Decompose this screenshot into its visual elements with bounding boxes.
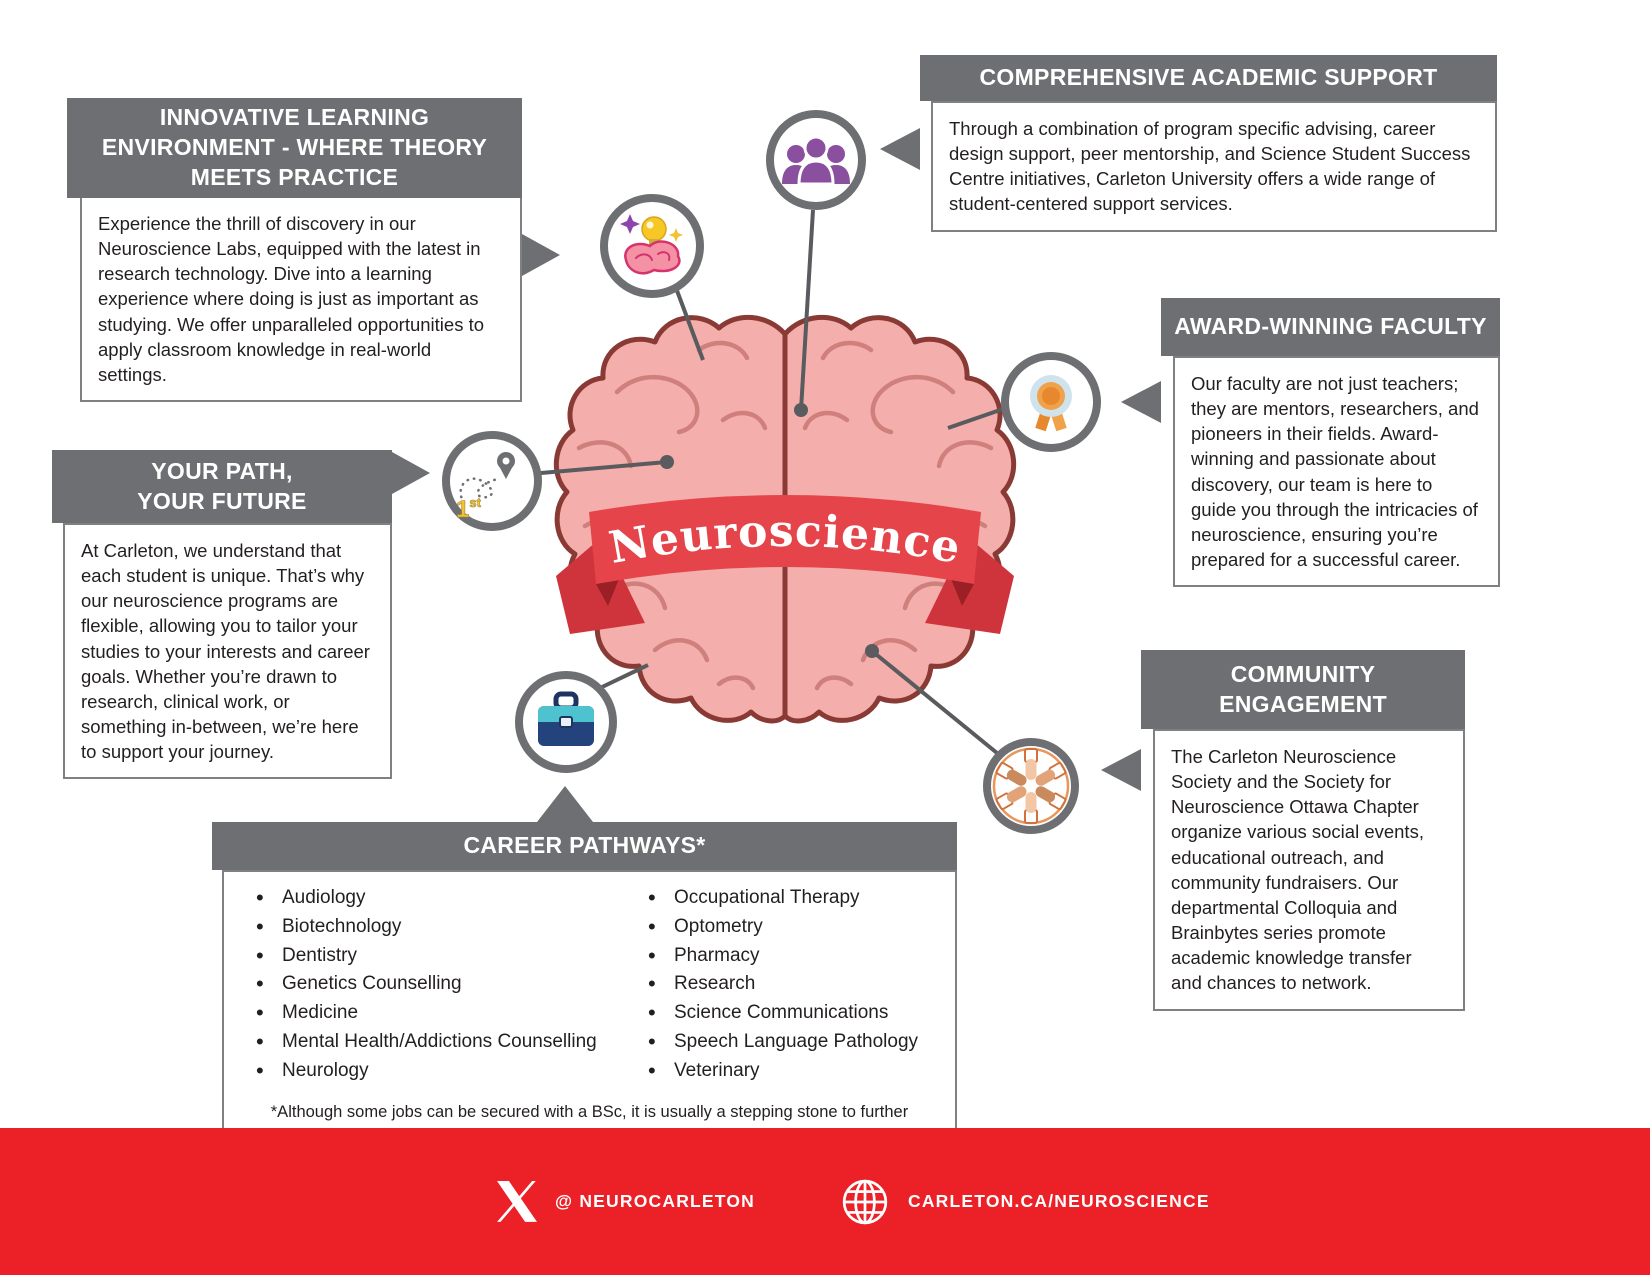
- your-path-arrow-icon: [392, 452, 430, 494]
- footer-twitter: @ NEUROCARLETON: [497, 1128, 755, 1275]
- academic-support-icon-circle: [766, 110, 866, 210]
- learning-icon-circle: [600, 194, 704, 298]
- x-twitter-icon: [497, 1181, 537, 1222]
- ribbon-graphic: Neuroscience: [556, 495, 1014, 634]
- first-place-path-icon: 1st: [456, 452, 515, 523]
- your-path-body: At Carleton, we understand that each stu…: [63, 523, 392, 780]
- award-medal-icon: [1030, 375, 1072, 432]
- career-item: Research: [640, 970, 918, 997]
- community-body: The Carleton Neuroscience Society and th…: [1153, 729, 1465, 1011]
- career-item: Dentistry: [248, 942, 640, 969]
- faculty-body: Our faculty are not just teachers; they …: [1173, 356, 1500, 588]
- faculty-icon-circle: [1001, 352, 1101, 452]
- faculty-header: AWARD-WINNING FACULTY: [1161, 298, 1500, 356]
- career-item: Speech Language Pathology: [640, 1028, 918, 1055]
- brain-lightbulb-icon: [620, 214, 683, 275]
- career-item: Science Communications: [640, 999, 918, 1026]
- community-icon-circle: [983, 738, 1079, 834]
- career-arrow-icon: [537, 786, 593, 822]
- career-item: Optometry: [640, 913, 918, 940]
- your-path-icon-circle: 1st: [442, 431, 542, 531]
- career-list-right: Occupational TherapyOptometryPharmacyRes…: [640, 884, 918, 1087]
- innovative-learning-header: INNOVATIVE LEARNING ENVIRONMENT - WHERE …: [67, 98, 522, 198]
- career-item: Pharmacy: [640, 942, 918, 969]
- footer-website: CARLETON.CA/NEUROSCIENCE: [840, 1128, 1210, 1275]
- community-header: COMMUNITY ENGAGEMENT: [1141, 650, 1465, 729]
- globe-icon: [842, 1179, 888, 1224]
- career-item: Occupational Therapy: [640, 884, 918, 911]
- ribbon-banner: Neuroscience: [553, 478, 1017, 653]
- footer-bar: @ NEUROCARLETON CARLETON.CA/NEUROSCIENCE: [0, 1128, 1650, 1275]
- your-path-header: YOUR PATH, YOUR FUTURE: [52, 450, 392, 523]
- academic-support-arrow-icon: [880, 128, 920, 170]
- career-item: Audiology: [248, 884, 640, 911]
- footer-website-url: CARLETON.CA/NEUROSCIENCE: [908, 1191, 1210, 1211]
- career-icon-circle: [515, 671, 617, 773]
- svg-text:1st: 1st: [456, 495, 482, 523]
- career-title: CAREER PATHWAYS*: [463, 832, 706, 859]
- community-text: The Carleton Neuroscience Society and th…: [1171, 746, 1424, 994]
- career-item: Biotechnology: [248, 913, 640, 940]
- academic-support-text: Through a combination of program specifi…: [949, 118, 1471, 215]
- people-group-icon: [782, 135, 850, 186]
- career-columns: AudiologyBiotechnologyDentistryGenetics …: [224, 872, 955, 1091]
- faculty-text: Our faculty are not just teachers; they …: [1191, 373, 1479, 571]
- your-path-title: YOUR PATH, YOUR FUTURE: [137, 457, 307, 514]
- community-title: COMMUNITY ENGAGEMENT: [1219, 660, 1387, 717]
- joined-hands-icon: [992, 747, 1070, 825]
- community-arrow-icon: [1101, 749, 1141, 791]
- innovative-learning-text: Experience the thrill of discovery in ou…: [98, 213, 485, 385]
- footer-twitter-handle: @ NEUROCARLETON: [555, 1191, 756, 1211]
- career-list-left: AudiologyBiotechnologyDentistryGenetics …: [248, 884, 640, 1087]
- career-item: Medicine: [248, 999, 640, 1026]
- innovative-learning-body: Experience the thrill of discovery in ou…: [80, 196, 522, 403]
- career-item: Veterinary: [640, 1057, 918, 1084]
- faculty-title: AWARD-WINNING FACULTY: [1174, 313, 1487, 340]
- your-path-text: At Carleton, we understand that each stu…: [81, 540, 370, 763]
- academic-support-header: COMPREHENSIVE ACADEMIC SUPPORT: [920, 55, 1497, 101]
- academic-support-body: Through a combination of program specifi…: [931, 101, 1497, 232]
- academic-support-title: COMPREHENSIVE ACADEMIC SUPPORT: [979, 64, 1438, 91]
- faculty-arrow-icon: [1121, 381, 1161, 423]
- career-body: AudiologyBiotechnologyDentistryGenetics …: [222, 870, 957, 1158]
- career-item: Neurology: [248, 1057, 640, 1084]
- career-header: CAREER PATHWAYS*: [212, 822, 957, 870]
- career-item: Genetics Counselling: [248, 970, 640, 997]
- career-item: Mental Health/Addictions Counselling: [248, 1028, 640, 1055]
- innovative-arrow-icon: [522, 234, 560, 276]
- briefcase-icon: [538, 691, 594, 746]
- innovative-learning-title: INNOVATIVE LEARNING ENVIRONMENT - WHERE …: [101, 104, 488, 190]
